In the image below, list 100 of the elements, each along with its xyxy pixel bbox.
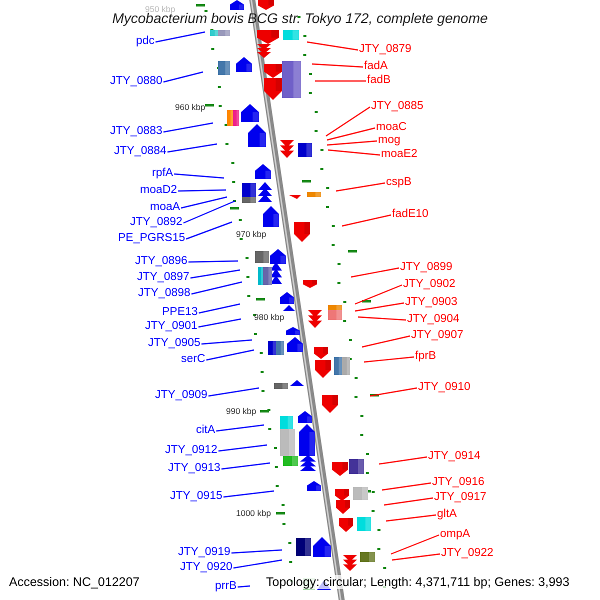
gene-label: ompA bbox=[440, 528, 470, 540]
gene-label: JTY_0915 bbox=[170, 490, 222, 502]
gene-label: PPE13 bbox=[162, 306, 198, 318]
gene-label: pdc bbox=[136, 34, 155, 48]
gene-label: JTY_0899 bbox=[400, 260, 452, 274]
leader-line bbox=[216, 424, 264, 432]
gene-label: moaC bbox=[376, 120, 407, 134]
leader-line bbox=[178, 189, 226, 192]
leader-line bbox=[370, 387, 418, 397]
gene-label: moaD2 bbox=[140, 184, 178, 196]
leader-line bbox=[326, 140, 378, 146]
gene-label: JTY_0892 bbox=[130, 216, 182, 228]
gene-label: JTY_0920 bbox=[180, 560, 232, 574]
gene-label: JTY_0904 bbox=[407, 312, 460, 326]
leader-line bbox=[155, 31, 206, 43]
leader-line bbox=[221, 462, 270, 470]
gene-label: JTY_0898 bbox=[138, 286, 190, 300]
scale-label: 970 kbp bbox=[236, 229, 266, 239]
info-text: Accession: NC_012207 bbox=[9, 575, 140, 589]
scale-label: 960 kbp bbox=[175, 102, 206, 112]
gene-label: JTY_0913 bbox=[168, 462, 220, 474]
gene-label: JTY_0910 bbox=[418, 380, 470, 394]
leader-line bbox=[180, 196, 228, 209]
gene-label: JTY_0914 bbox=[428, 450, 480, 462]
gene-label: JTY_0885 bbox=[371, 100, 424, 112]
leader-line bbox=[233, 559, 282, 569]
gene-label: JTY_0879 bbox=[359, 42, 412, 56]
scale-label: 980 kbp bbox=[254, 312, 284, 322]
leader-line bbox=[163, 122, 214, 133]
leader-line bbox=[223, 490, 274, 498]
gene-label: serC bbox=[181, 352, 206, 366]
gene-label: JTY_0905 bbox=[148, 336, 200, 350]
leader-line bbox=[190, 269, 240, 279]
leader-line bbox=[163, 71, 204, 83]
gene-label: moaE2 bbox=[381, 148, 418, 160]
gene-label: JTY_0922 bbox=[441, 546, 494, 560]
gene-label: JTY_0880 bbox=[110, 74, 162, 88]
gene-label: moaA bbox=[150, 200, 180, 214]
leader-line bbox=[362, 335, 410, 348]
info-text: Topology: circular; Length: 4,371,711 bp; Genes: 3,993 bbox=[266, 575, 570, 589]
leader-line bbox=[201, 339, 252, 345]
gene-label: citA bbox=[196, 424, 216, 436]
leader-line bbox=[384, 497, 434, 506]
leader-line bbox=[191, 281, 242, 295]
leader-line bbox=[238, 585, 250, 588]
gene-label: PE_PGRS15 bbox=[118, 232, 186, 244]
leader-line bbox=[167, 143, 218, 153]
leader-line bbox=[342, 214, 392, 227]
leader-line bbox=[186, 221, 232, 240]
gene-label: JTY_0909 bbox=[155, 388, 208, 402]
gene-label: JTY_0912 bbox=[165, 444, 218, 456]
gene-label: prrB bbox=[215, 580, 237, 592]
scale-label: 1000 kbp bbox=[236, 508, 271, 518]
leader-line bbox=[315, 80, 366, 82]
gene-label: JTY_0897 bbox=[137, 270, 190, 284]
gene-label: gltA bbox=[437, 508, 457, 520]
leader-line bbox=[198, 318, 242, 328]
leader-line bbox=[183, 200, 236, 224]
leader-line bbox=[231, 549, 282, 554]
scale-label: 990 kbp bbox=[226, 406, 256, 416]
gene-label: JTY_0901 bbox=[145, 320, 198, 332]
leader-line bbox=[354, 284, 402, 305]
leader-line bbox=[390, 534, 440, 555]
leader-line bbox=[174, 173, 224, 179]
leader-line bbox=[354, 302, 404, 312]
leader-line bbox=[350, 267, 400, 278]
gene-label: JTY_0907 bbox=[411, 328, 464, 342]
gene-label: JTY_0916 bbox=[432, 476, 484, 488]
gene-label: JTY_0917 bbox=[434, 490, 486, 504]
gene-label: fadA bbox=[364, 60, 388, 72]
gene-label: fadE10 bbox=[392, 208, 428, 220]
leader-line bbox=[328, 149, 380, 156]
gene-label: JTY_0903 bbox=[405, 296, 458, 308]
gene-label: fprB bbox=[415, 350, 436, 362]
leader-line bbox=[198, 303, 240, 314]
scale-label: 950 kbp bbox=[145, 4, 176, 14]
leader-line bbox=[336, 182, 386, 192]
leader-line bbox=[326, 106, 370, 136]
gene-label: JTY_0902 bbox=[403, 278, 456, 290]
leader-line bbox=[392, 553, 440, 561]
leader-line bbox=[358, 316, 406, 321]
leader-line bbox=[364, 356, 414, 363]
leader-line bbox=[208, 387, 260, 397]
leader-line bbox=[312, 63, 364, 68]
leader-line bbox=[188, 260, 238, 263]
leader-line bbox=[378, 456, 428, 465]
leader-line bbox=[382, 482, 432, 491]
gene-label: JTY_0884 bbox=[114, 144, 166, 158]
gene-label: fadB bbox=[367, 74, 391, 86]
gene-label: JTY_0919 bbox=[178, 546, 230, 558]
gene-label: rpfA bbox=[152, 166, 174, 180]
gene-label: cspB bbox=[386, 176, 412, 188]
leader-line bbox=[326, 127, 376, 141]
leader-line bbox=[386, 514, 436, 522]
gene-label: JTY_0883 bbox=[110, 124, 162, 138]
gene-label: mog bbox=[378, 134, 400, 146]
leader-line bbox=[218, 444, 268, 452]
gene-label: JTY_0896 bbox=[135, 254, 188, 268]
leader-line bbox=[206, 349, 254, 361]
leader-line bbox=[306, 41, 358, 51]
